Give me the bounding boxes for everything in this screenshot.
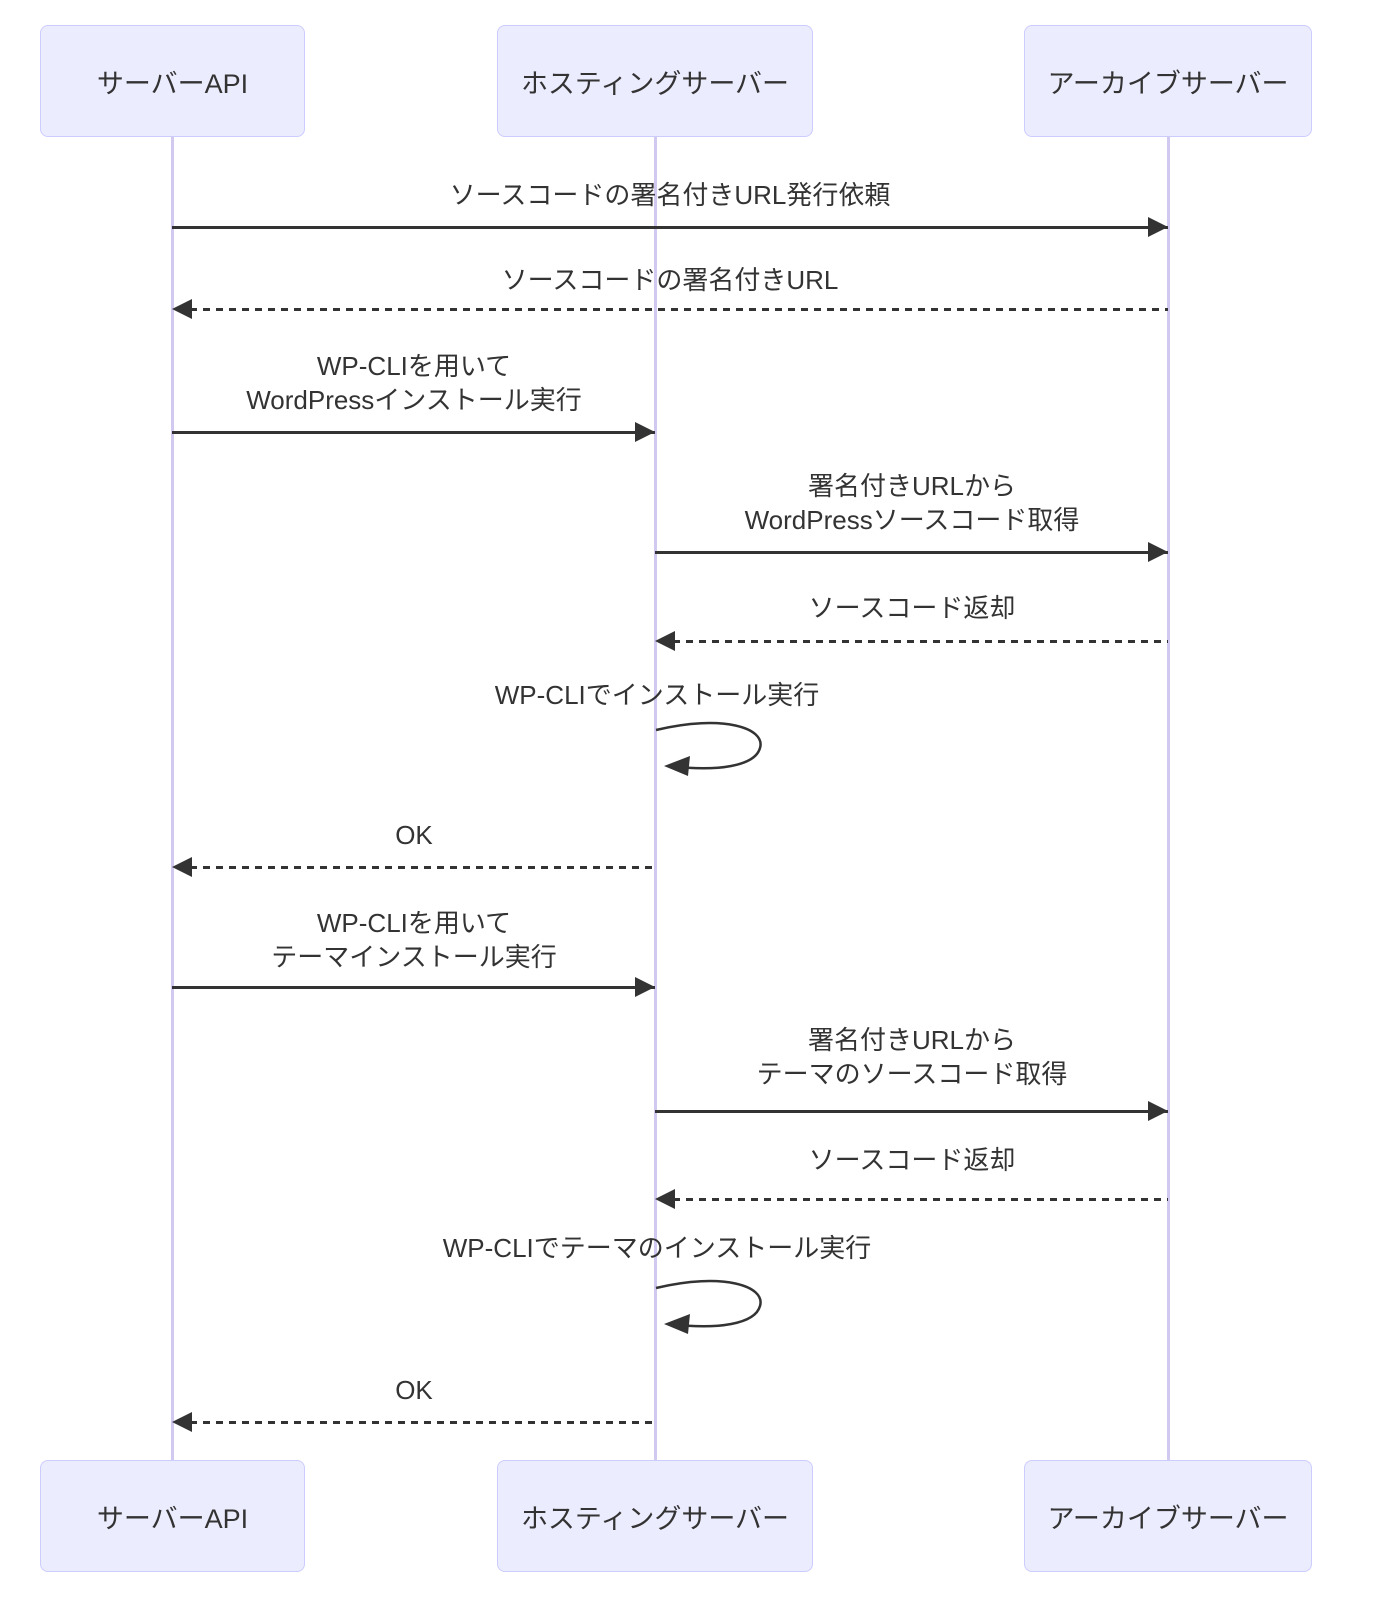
- message-line: [172, 226, 1168, 229]
- message-label: ソースコードの署名付きURL: [501, 265, 839, 295]
- message-label: ソースコードの署名付きURL発行依頼: [449, 180, 891, 210]
- actor-bottom-archive-server: アーカイブサーバー: [1024, 1460, 1312, 1572]
- message-line: [190, 1421, 655, 1424]
- message-line: [673, 1198, 1168, 1201]
- message-label: OK: [395, 1375, 433, 1405]
- arrowhead-right-icon: [1148, 1101, 1168, 1121]
- actor-label: アーカイブサーバー: [1047, 68, 1289, 99]
- message-label: 署名付きURLから WordPressソースコード取得: [744, 471, 1080, 535]
- message-label: ソースコード返却: [808, 1145, 1016, 1175]
- lifeline-archive-server: [1167, 137, 1170, 1460]
- arrowhead-left-icon: [655, 631, 675, 651]
- message-label: WP-CLIを用いて テーマインストール実行: [271, 908, 557, 972]
- arrowhead-right-icon: [635, 422, 655, 442]
- arrowhead-left-icon: [655, 1189, 675, 1209]
- message-line: [655, 1110, 1168, 1113]
- actor-label: ホスティングサーバー: [520, 68, 790, 99]
- actor-bottom-server-api: サーバーAPI: [40, 1460, 305, 1572]
- message-label: WP-CLIを用いて WordPressインストール実行: [246, 351, 582, 415]
- message-line: [172, 431, 655, 434]
- actor-top-hosting-server: ホスティングサーバー: [497, 25, 813, 137]
- actor-label: ホスティングサーバー: [520, 1503, 790, 1534]
- message-label: WP-CLIでテーマのインストール実行: [442, 1233, 872, 1263]
- arrowhead-left-icon: [172, 857, 192, 877]
- self-loop-arrow-icon: [655, 721, 762, 776]
- lifeline-hosting-server: [654, 137, 657, 1460]
- message-label: 署名付きURLから テーマのソースコード取得: [756, 1025, 1068, 1089]
- arrowhead-right-icon: [635, 977, 655, 997]
- arrowhead-left-icon: [172, 299, 192, 319]
- message-line: [190, 866, 655, 869]
- actor-bottom-hosting-server: ホスティングサーバー: [497, 1460, 813, 1572]
- message-label: WP-CLIでインストール実行: [494, 680, 820, 710]
- lifeline-server-api: [171, 137, 174, 1460]
- arrowhead-right-icon: [1148, 217, 1168, 237]
- actor-top-archive-server: アーカイブサーバー: [1024, 25, 1312, 137]
- actor-label: サーバーAPI: [96, 68, 249, 99]
- actor-label: アーカイブサーバー: [1047, 1503, 1289, 1534]
- actor-label: サーバーAPI: [96, 1503, 249, 1534]
- arrowhead-right-icon: [1148, 542, 1168, 562]
- message-line: [655, 551, 1168, 554]
- message-line: [673, 640, 1168, 643]
- message-label: OK: [395, 820, 433, 850]
- arrowhead-left-icon: [172, 1412, 192, 1432]
- self-loop-arrow-icon: [655, 1279, 762, 1334]
- actor-top-server-api: サーバーAPI: [40, 25, 305, 137]
- message-line: [190, 308, 1168, 311]
- message-line: [172, 986, 655, 989]
- message-label: ソースコード返却: [808, 593, 1016, 623]
